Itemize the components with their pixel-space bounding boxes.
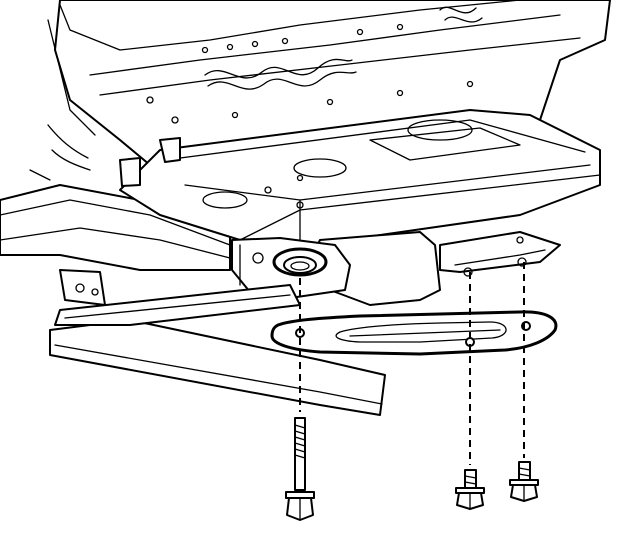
left-frame-rail [0, 124, 231, 271]
vehicle-frame [119, 109, 601, 246]
lower-floor-edge [49, 269, 386, 416]
bracket-bolt-left [455, 469, 485, 510]
alignment-guides [299, 262, 525, 465]
support-plate [270, 310, 558, 356]
transmission-mount [231, 237, 351, 299]
bracket-bolt-right [509, 461, 539, 502]
mount-bolt [285, 417, 315, 521]
